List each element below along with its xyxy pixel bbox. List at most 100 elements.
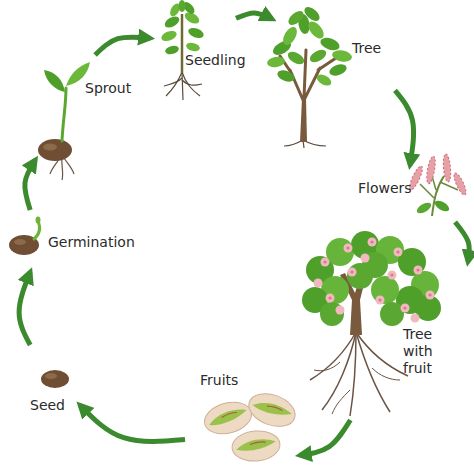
- tree-illustration-part: [286, 8, 306, 27]
- pistachio-fruits-part-part: [250, 441, 266, 444]
- life-stage: Germination: [5, 210, 145, 272]
- fruiting-tree-illustration-part: [378, 298, 381, 301]
- fruiting-tree-illustration-part: [388, 271, 397, 280]
- fruiting-tree-illustration-part: [401, 304, 410, 313]
- pistachio-fruits-part-part: [252, 397, 293, 420]
- seedling-illustration-part: [182, 72, 200, 96]
- cycle-arrow: [80, 405, 185, 441]
- stage-label: Tree: [352, 40, 381, 57]
- stage-label: Seedling: [185, 52, 246, 69]
- pistachio-fruits-part: [244, 388, 299, 433]
- seed-illustration-part: [45, 373, 57, 379]
- seedling-illustration-part: [160, 29, 178, 43]
- seedling-illustration-part: [163, 14, 181, 30]
- sprout-illustration-part: [61, 158, 63, 180]
- seedling-illustration-part: [182, 80, 202, 85]
- life-stage: Flowers: [355, 165, 465, 222]
- pistachio-fruits-part-part: [244, 388, 299, 433]
- seedling-illustration-part: [187, 26, 205, 40]
- flowers-illustration-part: [452, 172, 468, 197]
- fruiting-tree-illustration-part: [428, 293, 431, 296]
- cycle-arrow: [236, 13, 272, 19]
- fruiting-tree-illustration-part: [320, 302, 344, 326]
- pistachio-fruits-part: [231, 429, 281, 463]
- fruiting-tree-illustration-part: [326, 238, 354, 266]
- tree-illustration-part: [308, 47, 329, 65]
- fruiting-tree-illustration-part: [403, 306, 406, 309]
- tree-illustration-part: [266, 56, 285, 69]
- fruiting-tree-illustration-part: [348, 268, 357, 277]
- fruiting-tree-illustration-part: [336, 306, 345, 315]
- pistachio-fruits-part-part: [236, 438, 277, 452]
- cycle-arrow: [19, 272, 30, 345]
- tree-illustration-part: [315, 72, 333, 88]
- life-stage: Tree with fruit: [295, 238, 468, 420]
- fruiting-tree-illustration-part: [376, 296, 385, 305]
- seedling-illustration-part: [179, 0, 186, 12]
- fruiting-tree-illustration-part: [323, 260, 326, 263]
- fruiting-tree-illustration-part: [411, 314, 420, 323]
- fruiting-tree-illustration-part: [344, 244, 353, 253]
- fruiting-tree-illustration-part: [414, 266, 423, 275]
- cycle-arrow: [455, 222, 469, 262]
- sprout-illustration-part: [44, 70, 65, 92]
- pistachio-fruits: [201, 388, 300, 463]
- tree-illustration-part: [302, 4, 322, 23]
- tree-illustration-part: [305, 19, 326, 41]
- pistachio-fruits-part-part: [221, 412, 237, 418]
- pistachio-fruits-part-part: [267, 405, 283, 412]
- flowers-illustration-part: [425, 156, 437, 185]
- cycle-arrow: [25, 160, 35, 210]
- tree-illustration-part: [328, 62, 348, 78]
- stage-label: Seed: [30, 397, 65, 414]
- fruiting-tree-illustration-part: [328, 296, 331, 299]
- stage-label: Flowers: [358, 180, 412, 197]
- flowers-illustration: [407, 154, 468, 216]
- seedling-illustration-part: [166, 72, 182, 96]
- sprout-illustration-part: [38, 139, 72, 161]
- fruiting-tree-illustration-part: [416, 268, 419, 271]
- tree-illustration-part: [276, 68, 296, 84]
- stage-label: Germination: [48, 234, 135, 251]
- fruiting-tree-illustration-part: [390, 273, 393, 276]
- life-stage: Fruits: [185, 370, 300, 468]
- germinating-seed: [9, 217, 41, 256]
- stage-label: Sprout: [85, 80, 131, 97]
- fruiting-tree-illustration-part: [322, 332, 356, 410]
- life-stage: Tree: [272, 5, 395, 145]
- life-stage: Seedling: [150, 5, 236, 100]
- fruiting-tree-illustration-part: [356, 332, 408, 376]
- seedling-illustration-part: [185, 41, 201, 52]
- tree-illustration-part: [280, 25, 300, 48]
- tree-illustration: [266, 4, 353, 148]
- seedling-illustration-part: [181, 14, 184, 73]
- flowers-illustration-part: [433, 199, 451, 214]
- tree-illustration-part: [300, 98, 307, 142]
- cycle-arrow: [395, 90, 414, 165]
- fruiting-tree-illustration-part: [371, 276, 399, 304]
- fruiting-tree-illustration-part: [326, 294, 335, 303]
- fruiting-tree-illustration-part: [380, 302, 404, 326]
- flowers-illustration-part: [420, 176, 458, 198]
- pistachio-fruits-part-part: [207, 407, 248, 427]
- tree-illustration-part: [286, 49, 307, 67]
- fruiting-tree-illustration-part: [368, 238, 377, 247]
- seedling-illustration-part: [164, 78, 182, 86]
- seed-illustration-part: [41, 370, 69, 388]
- fruiting-tree-illustration-part: [321, 258, 330, 267]
- stage-label: Tree with fruit: [403, 326, 465, 377]
- seedling-illustration-part: [164, 44, 180, 55]
- sprout-illustration: [38, 62, 90, 180]
- sprout-illustration-part: [62, 88, 66, 141]
- fruiting-tree-illustration-part: [346, 246, 349, 249]
- fruiting-tree-illustration-part: [314, 279, 323, 288]
- flowers-illustration-part: [415, 201, 433, 216]
- cycle-arrow: [300, 420, 350, 455]
- fruiting-tree-illustration-part: [314, 362, 400, 414]
- tree-illustration-part: [331, 49, 353, 63]
- sprout-illustration-part: [43, 144, 57, 151]
- fruiting-tree-illustration-part: [426, 291, 435, 300]
